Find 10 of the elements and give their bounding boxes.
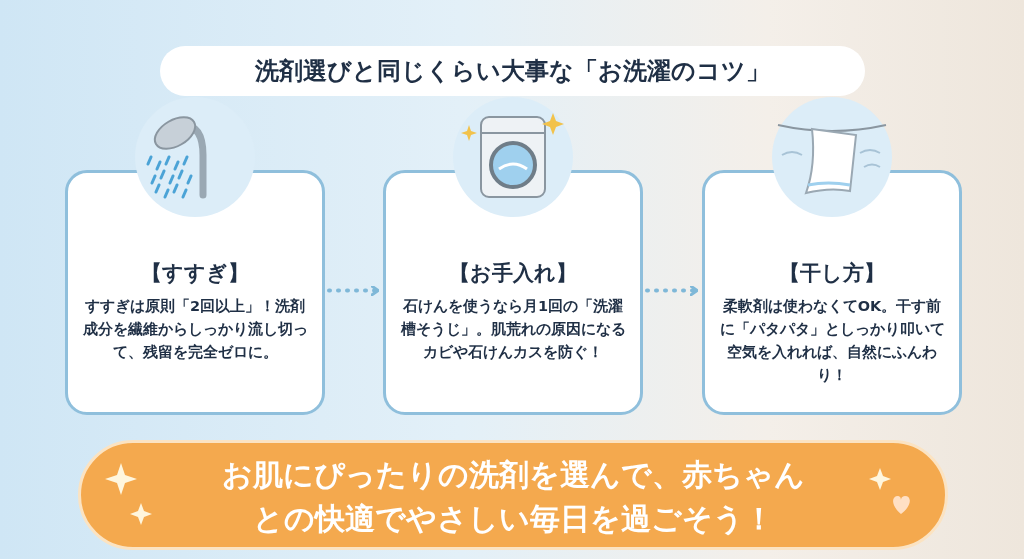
title-pill: 洗剤選びと同じくらい大事な「お洗濯のコツ」 bbox=[160, 46, 865, 96]
dotted-arrow bbox=[645, 284, 699, 297]
card-text: 柔軟剤は使わなくてOK。干す前に「パタパタ」としっかり叩いて空気を入れれば、自然にふんわり！ bbox=[719, 297, 945, 385]
card-text: すすぎは原則「2回以上」！洗剤成分を繊維からしっかり流し切って、残留を完全ゼロに。 bbox=[82, 297, 308, 362]
dotted-arrow bbox=[327, 284, 380, 297]
card-heading: 【すすぎ】 bbox=[140, 260, 250, 287]
card-text: 石けんを使うなら月1回の「洗濯槽そうじ」。肌荒れの原因になるカビや石けんカスを防ぐ！ bbox=[400, 297, 626, 362]
card-heading: 【干し方】 bbox=[778, 260, 886, 287]
message-banner: お肌にぴったりの洗剤を選んで、赤ちゃんとの快適でやさしい毎日を過ごそう！ bbox=[78, 440, 948, 550]
card-heading: 【お手入れ】 bbox=[448, 260, 578, 287]
